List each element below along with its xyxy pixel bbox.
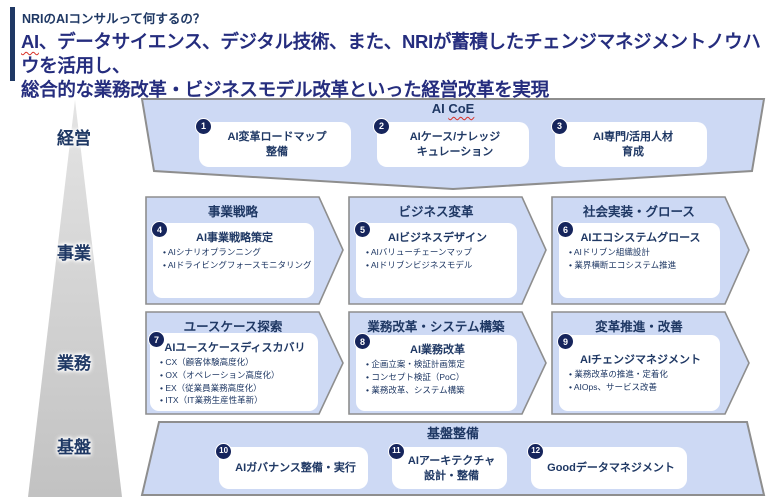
capability-card-3: 3 AI専門/活用人材 育成: [551, 118, 707, 167]
step-badge-2: 2: [373, 118, 390, 135]
capability-card-7: 7 AIユースケースディスカバリ CX（顧客体験高度化） OX（オペレーション高…: [148, 331, 318, 411]
step-badge-1: 1: [195, 118, 212, 135]
ai-coe-band: AI CoE 1 AI変革ロードマップ 整備 2 AIケース/ナレッジ キュレー…: [140, 97, 766, 193]
capability-bullet: AIバリューチェーンマップ: [361, 246, 514, 259]
headline-line1-rest: 、データサイエンス、デジタル技術、また、NRIが蓄積したチェンジマネジメントノウ…: [21, 31, 761, 76]
capability-bullet: AIOps、サービス改善: [564, 381, 717, 394]
capability-bullet: AIドライビングフォースモニタリング: [158, 259, 312, 272]
phase-panel-growth: 社会実装・グロース 6 AIエコシステムグロース AIドリブン組織設計 業界横断…: [551, 196, 751, 305]
accent-bar: [10, 7, 15, 81]
headline-lead: AI: [21, 31, 39, 52]
capability-card-8: 8 AI業務改革 企画立案・検証計画策定 コンセプト検証（PoC） 業務改革、シ…: [354, 333, 517, 411]
ai-coe-word: CoE: [448, 101, 475, 116]
phase-heading: 社会実装・グロース: [583, 205, 695, 219]
ai-coe-band-title: AI CoE: [431, 101, 475, 116]
phase-heading: ユースケース探索: [183, 320, 283, 334]
capability-bullet: AIシナリオプランニング: [158, 246, 311, 259]
capability-bullet: 業務改革の推進・定着化: [564, 368, 717, 381]
capability-bullet: 企画立案・検証計画策定: [361, 358, 514, 371]
capability-bullet: CX（顧客体験高度化）: [155, 356, 315, 369]
foundation-band-title: 基盤整備: [426, 426, 479, 441]
level-label-operations: 業務: [57, 354, 91, 373]
capability-bullet: ITX（IT業務生産性革新）: [155, 394, 315, 407]
step-badge-5: 5: [354, 221, 371, 238]
phase-heading: 変革推進・改善: [595, 320, 683, 334]
step-badge-8: 8: [354, 333, 371, 350]
capability-card-4: 4 AI事業戦略策定 AIシナリオプランニング AIドライビングフォースモニタリ…: [151, 221, 314, 298]
level-label-management: 経営: [57, 129, 91, 148]
capability-card-1: 1 AI変革ロードマップ 整備: [195, 118, 351, 167]
phase-heading: 業務改革・システム構築: [367, 320, 505, 334]
phase-panel-strategy: 事業戦略 4 AI事業戦略策定 AIシナリオプランニング AIドライビングフォー…: [145, 196, 345, 305]
capability-card-2: 2 AIケース/ナレッジ キュレーション: [373, 118, 529, 167]
capability-bullet: 業界横断エコシステム推進: [564, 259, 717, 272]
step-badge-11: 11: [387, 443, 405, 460]
phase-heading: 事業戦略: [207, 205, 258, 219]
phase-panel-usecase: ユースケース探索 7 AIユースケースディスカバリ CX（顧客体験高度化） OX…: [145, 311, 345, 415]
foundation-band: 基盤整備 10 AIガバナンス整備・実行 11 AIアーキテクチャ 設計・整備 …: [140, 420, 766, 497]
headline-line2: 総合的な業務改革・ビジネスモデル改革といった経営改革を実現: [21, 79, 549, 100]
step-badge-10: 10: [215, 443, 233, 460]
step-badge-7: 7: [148, 331, 165, 348]
capability-card-6: 6 AIエコシステムグロース AIドリブン組織設計 業界横断エコシステム推進: [557, 221, 720, 298]
phase-panel-change-mgmt: 変革推進・改善 9 AIチェンジマネジメント 業務改革の推進・定着化 AIOps…: [551, 311, 751, 415]
capability-bullet: AIドリブンビジネスモデル: [361, 259, 514, 272]
slide-headline: AI、データサイエンス、デジタル技術、また、NRIが蓄積したチェンジマネジメント…: [21, 30, 766, 102]
step-badge-12: 12: [527, 443, 545, 460]
capability-card-10: 10 AIガバナンス整備・実行: [215, 443, 368, 489]
capability-bullet: コンセプト検証（PoC）: [361, 371, 514, 384]
ai-coe-cards: 1 AI変革ロードマップ 整備 2 AIケース/ナレッジ キュレーション 3 A…: [164, 118, 742, 167]
capability-card-11: 11 AIアーキテクチャ 設計・整備: [387, 443, 508, 489]
step-badge-4: 4: [151, 221, 168, 238]
level-label-business: 事業: [57, 244, 91, 263]
level-axis-pyramid: [28, 100, 122, 497]
step-badge-9: 9: [557, 333, 574, 350]
capability-card-12: 12 Goodデータマネジメント: [527, 443, 687, 489]
capability-bullet: AIドリブン組織設計: [564, 246, 717, 259]
capability-bullet: 業務改革、システム構築: [361, 384, 514, 397]
level-label-foundation: 基盤: [57, 438, 91, 457]
step-badge-3: 3: [551, 118, 568, 135]
capability-bullet: EX（従業員業務高度化）: [155, 382, 315, 395]
phase-heading: ビジネス変革: [398, 205, 474, 219]
slide-kicker: NRIのAIコンサルって何するの？: [22, 12, 206, 26]
headline-line1: AI、データサイエンス、デジタル技術、また、NRIが蓄積したチェンジマネジメント…: [21, 30, 766, 78]
phase-panel-business-change: ビジネス変革 5 AIビジネスデザイン AIバリューチェーンマップ AIドリブン…: [348, 196, 548, 305]
foundation-cards: 10 AIガバナンス整備・実行 11 AIアーキテクチャ 設計・整備 12 Go…: [164, 443, 742, 489]
step-badge-6: 6: [557, 221, 574, 238]
capability-card-5: 5 AIビジネスデザイン AIバリューチェーンマップ AIドリブンビジネスモデル: [354, 221, 517, 298]
phase-panel-system-build: 業務改革・システム構築 8 AI業務改革 企画立案・検証計画策定 コンセプト検証…: [348, 311, 548, 415]
capability-bullet: OX（オペレーション高度化）: [155, 369, 315, 382]
capability-card-9: 9 AIチェンジマネジメント 業務改革の推進・定着化 AIOps、サービス改善: [557, 333, 720, 411]
